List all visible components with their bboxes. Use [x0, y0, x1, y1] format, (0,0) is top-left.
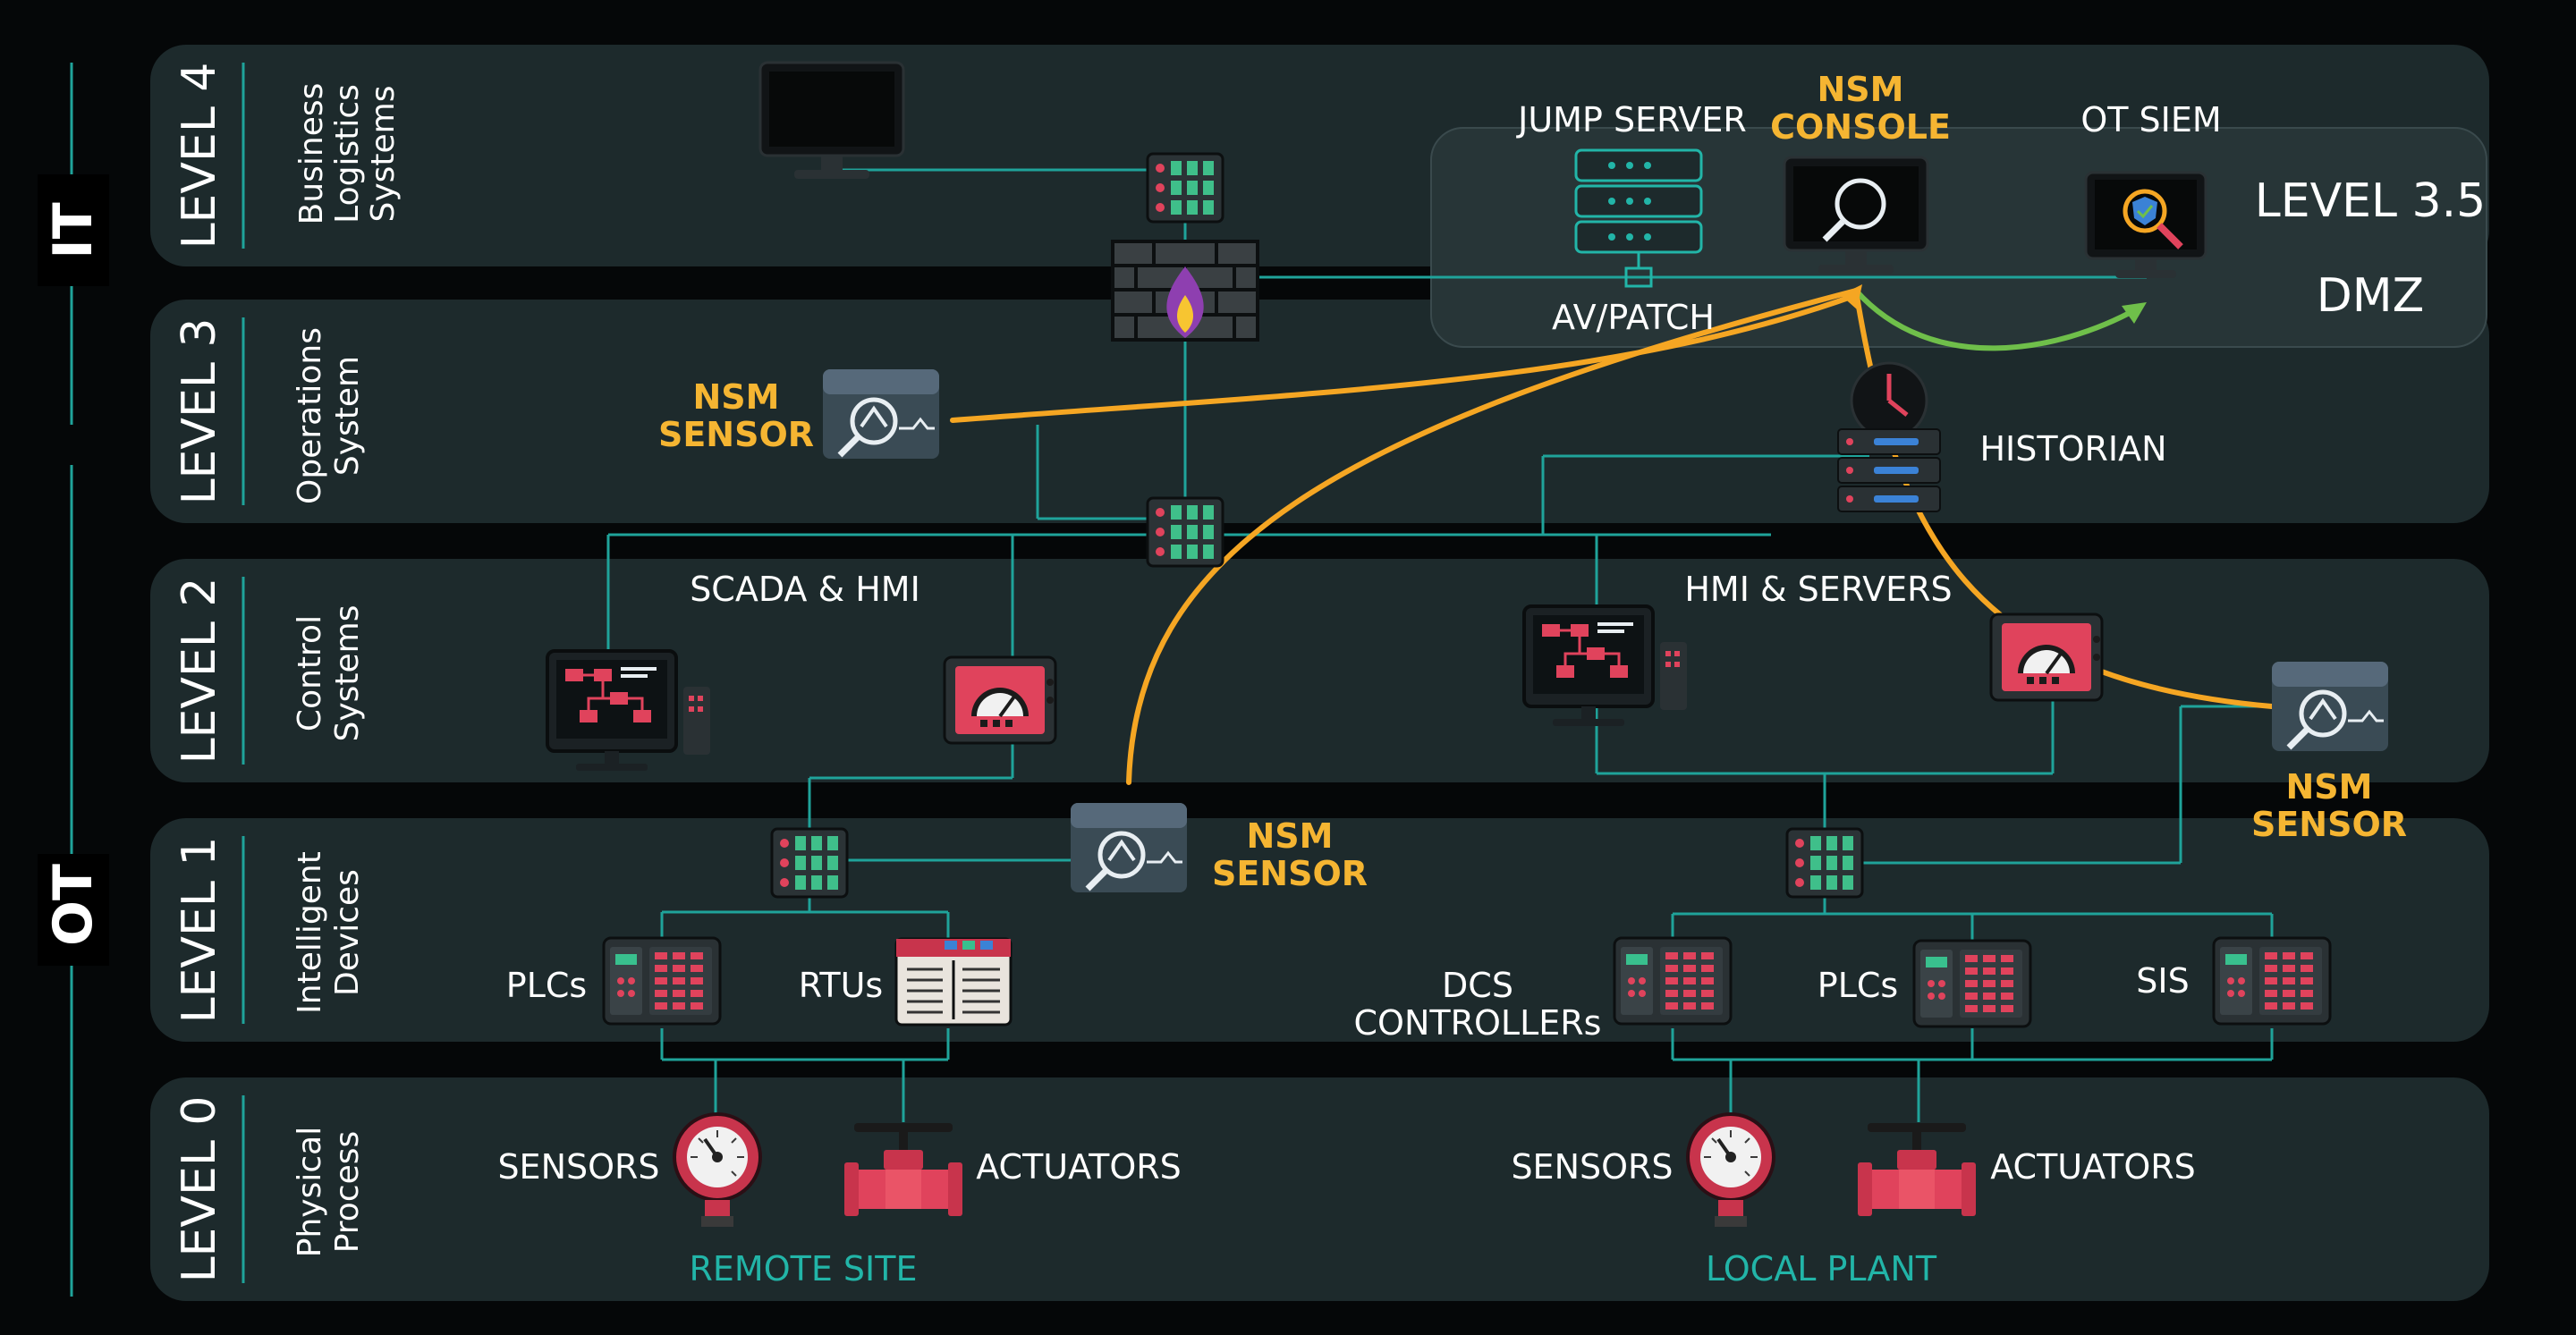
- scada-hmi-label: SCADA & HMI: [690, 570, 920, 609]
- level-0-sub-2: Process: [329, 1131, 366, 1254]
- dcs-label-2: CONTROLLERs: [1354, 1003, 1602, 1043]
- ot-label: OT: [42, 864, 105, 946]
- remote-site-label: REMOTE SITE: [690, 1249, 918, 1289]
- sis-label: SIS: [2136, 961, 2189, 1001]
- dcs-controller-icon: [1613, 936, 1733, 1026]
- level-1-title: LEVEL 1: [173, 837, 226, 1024]
- level-2-title: LEVEL 2: [173, 578, 226, 765]
- nsm-console-icon: [1783, 156, 1929, 275]
- ot-siem-icon: [2084, 171, 2207, 278]
- historian-icon: [1837, 361, 1941, 512]
- level-4-sub-1: Business: [293, 83, 330, 225]
- nsm-sensor-l1-label-2: SENSOR: [1212, 854, 1368, 893]
- hmi-gauge-panel-icon: [1989, 613, 2104, 702]
- local-plcs-label: PLCs: [1818, 966, 1898, 1005]
- local-plant-label: LOCAL PLANT: [1706, 1249, 1937, 1289]
- level-0-title: LEVEL 0: [173, 1096, 226, 1283]
- dcs-label-1: DCS: [1442, 966, 1513, 1005]
- level-3-sub-2: System: [329, 356, 366, 476]
- level-0-band: [150, 1077, 2489, 1301]
- level-3-title: LEVEL 3: [173, 318, 226, 505]
- level-0-sub-1: Physical: [292, 1127, 328, 1257]
- remote-plcs-label: PLCs: [506, 966, 587, 1005]
- level-4-switch-icon: [1146, 152, 1224, 224]
- nsm-console-label-2: CONSOLE: [1770, 107, 1951, 147]
- sis-icon: [2212, 936, 2332, 1026]
- ot-siem-label: OT SIEM: [2080, 100, 2221, 139]
- nsm-sensor-l2-icon: [2272, 662, 2388, 751]
- jump-server-icon: [1574, 148, 1703, 288]
- hmi-servers-label: HMI & SERVERS: [1684, 570, 1952, 609]
- level-1-sub-2: Devices: [329, 869, 366, 996]
- nsm-sensor-l1-icon: [1071, 803, 1187, 892]
- level-subtitles: Business Logistics Systems Operations Sy…: [292, 83, 402, 1258]
- nsm-sensor-l3-label-2: SENSOR: [658, 415, 814, 454]
- level-3-sub-1: Operations: [292, 327, 328, 504]
- remote-sensors-label: SENSORS: [497, 1147, 659, 1187]
- level-1-sub-1: Intelligent: [292, 851, 328, 1014]
- level-3-switch-icon: [1146, 496, 1224, 568]
- dmz-level-title: LEVEL 3.5: [2255, 174, 2486, 228]
- historian-label: HISTORIAN: [1979, 429, 2166, 469]
- level-4-sub-2: Logistics: [329, 84, 366, 224]
- rtu-icon: [894, 937, 1013, 1027]
- local-actuators-label: ACTUATORS: [1990, 1147, 2196, 1187]
- nsm-sensor-l3-label-1: NSM: [693, 377, 780, 417]
- jump-server-label: JUMP SERVER: [1516, 100, 1747, 139]
- firewall-icon: [1111, 240, 1259, 342]
- level-2-sub-1: Control: [292, 615, 328, 731]
- remote-plc-icon: [602, 936, 722, 1026]
- level-4-title: LEVEL 4: [173, 63, 226, 249]
- remote-switch-icon: [770, 827, 849, 899]
- it-label: IT: [42, 202, 105, 258]
- dmz-subtitle: DMZ: [2317, 269, 2425, 323]
- nsm-sensor-l2-label-2: SENSOR: [2251, 805, 2407, 844]
- nsm-sensor-l3-icon: [823, 369, 939, 459]
- level-2-band: [150, 559, 2489, 782]
- av-patch-label: AV/PATCH: [1552, 298, 1715, 337]
- scada-gauge-panel-icon: [943, 655, 1057, 745]
- local-switch-icon: [1785, 827, 1864, 899]
- level-1-band: [150, 818, 2489, 1042]
- level-titles: LEVEL 4 LEVEL 3 LEVEL 2 LEVEL 1 LEVEL 0: [173, 63, 245, 1283]
- rtus-label: RTUs: [799, 966, 883, 1005]
- level-4-sub-3: Systems: [365, 86, 402, 223]
- local-sensors-label: SENSORS: [1511, 1147, 1673, 1187]
- remote-actuators-label: ACTUATORS: [976, 1147, 1182, 1187]
- local-plc-icon: [1912, 939, 2032, 1028]
- nsm-sensor-l2-label-1: NSM: [2286, 767, 2373, 807]
- nsm-sensor-l1-label-1: NSM: [1247, 816, 1334, 856]
- nsm-console-label-1: NSM: [1818, 70, 1904, 109]
- level-2-sub-2: Systems: [329, 605, 366, 742]
- it-ot-sidebar: IT OT: [38, 63, 109, 1297]
